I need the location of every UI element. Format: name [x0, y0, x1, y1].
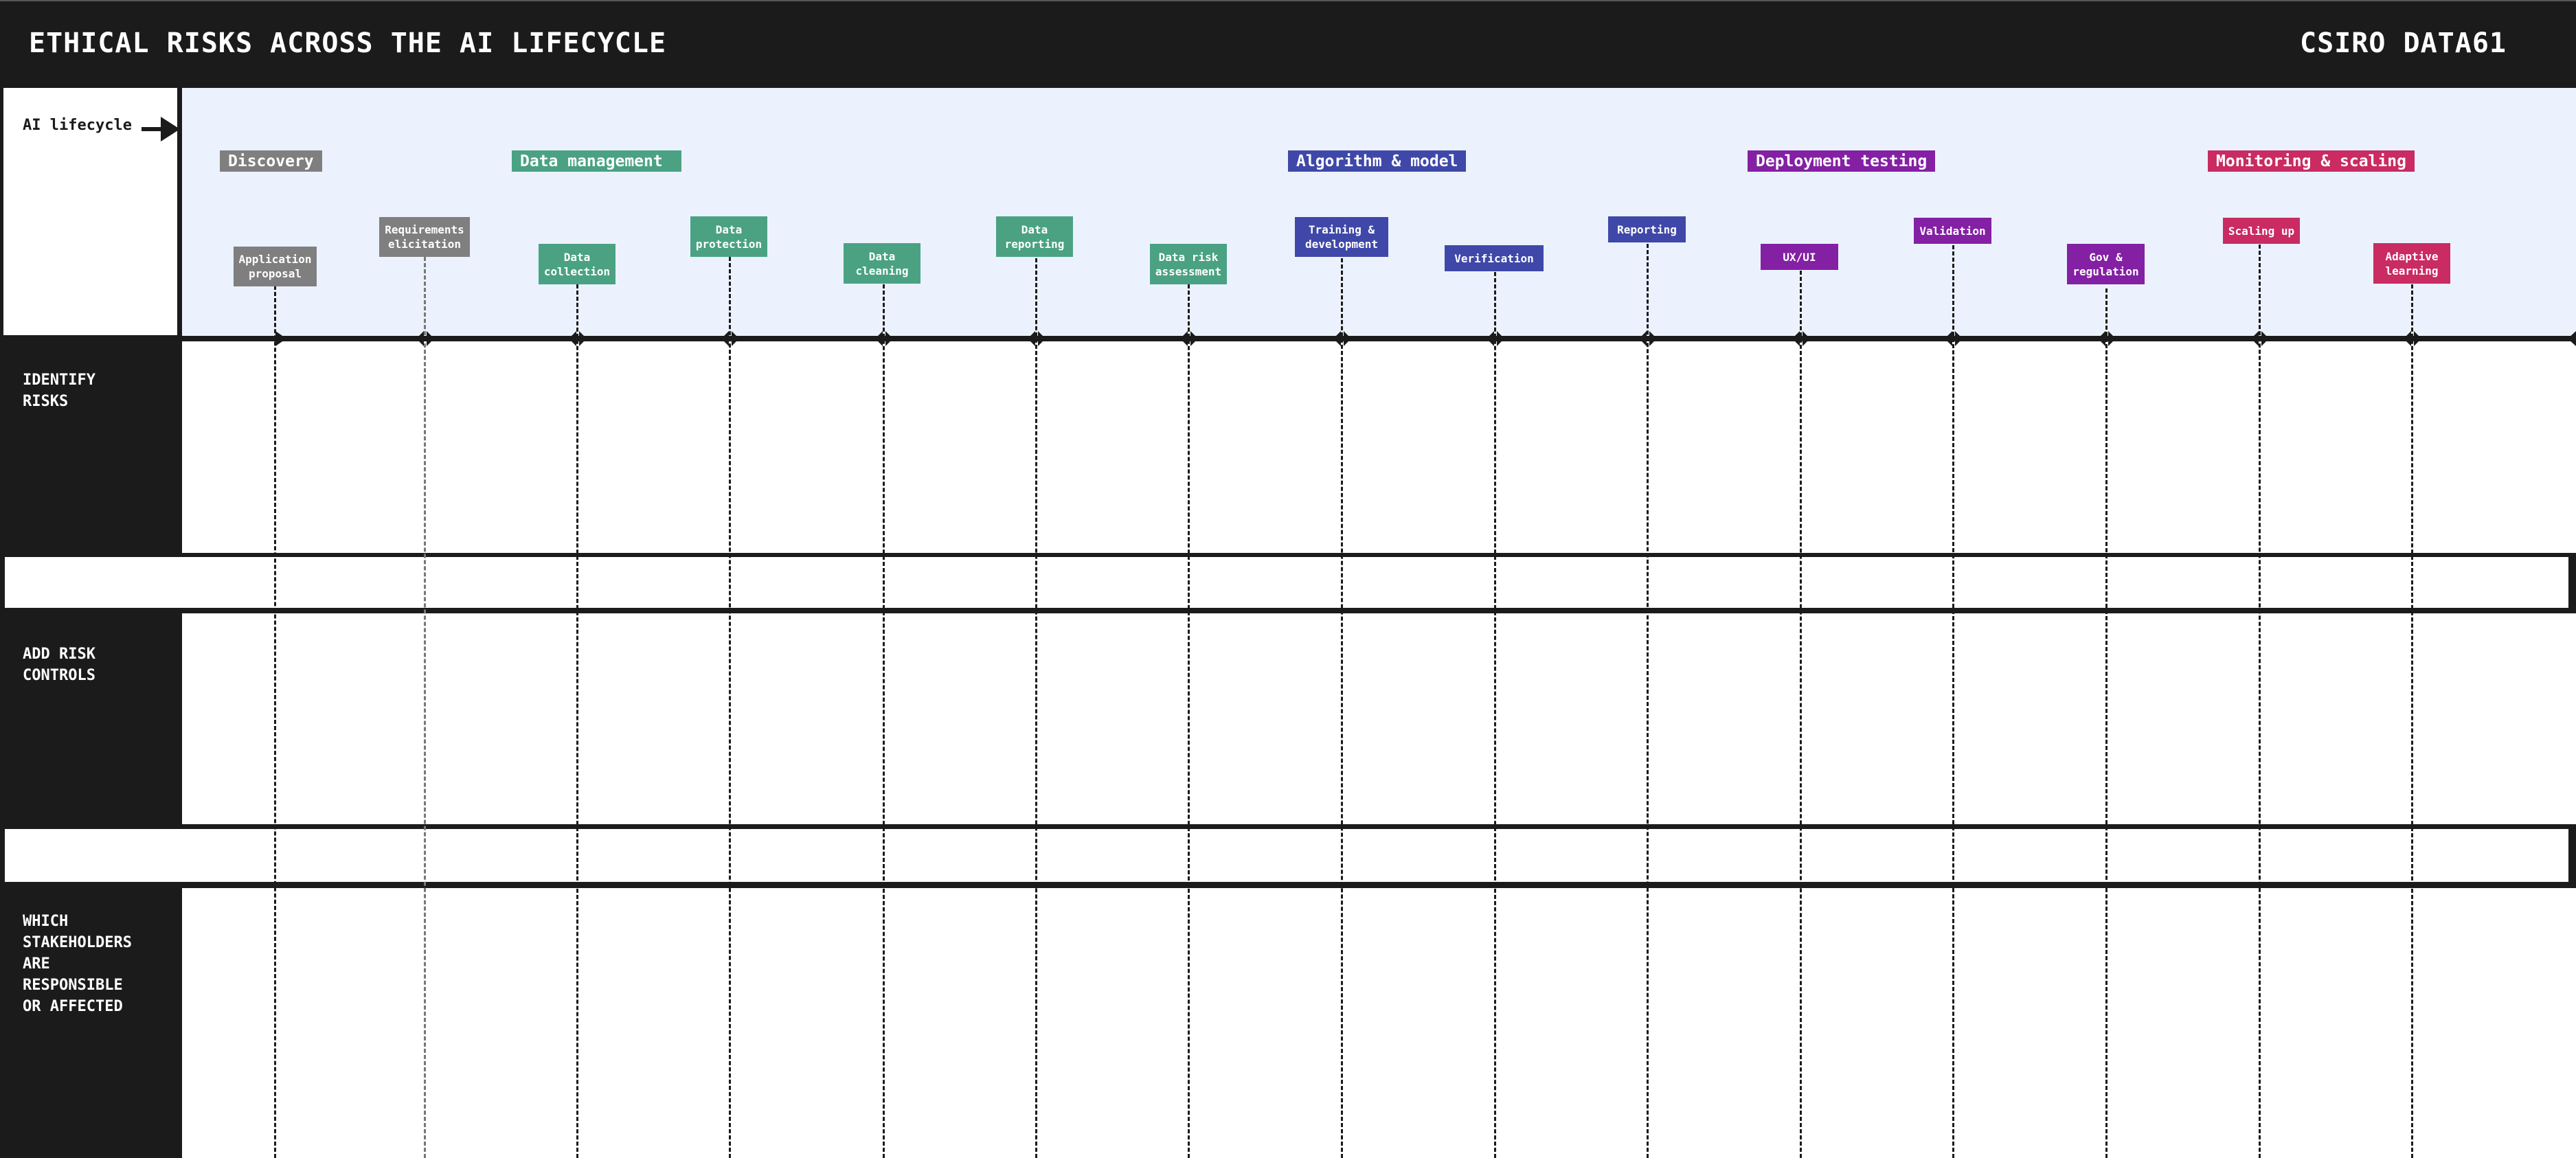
phase-data-management[interactable]: Data management — [512, 150, 681, 172]
stage-line — [1800, 271, 1802, 1158]
stage-line — [729, 257, 731, 1158]
double-arrow-icon — [569, 331, 587, 346]
stage-verification[interactable]: Verification — [1445, 245, 1544, 271]
stage-line — [2411, 284, 2413, 1158]
double-arrow-icon — [1639, 331, 1657, 346]
phase-monitoring-scaling[interactable]: Monitoring & scaling — [2208, 150, 2415, 172]
stage-data-reporting[interactable]: Data reporting — [996, 216, 1073, 257]
stage-line — [1952, 245, 1954, 1158]
double-arrow-icon — [1333, 331, 1351, 346]
stage-data-cleaning[interactable]: Data cleaning — [844, 243, 920, 284]
lifecycle-label: AI lifecycle — [23, 117, 132, 134]
stage-line — [1494, 272, 1496, 1158]
stage-data-protection[interactable]: Data protection — [690, 216, 767, 257]
stage-scaling-up[interactable]: Scaling up — [2223, 218, 2300, 244]
identify-risks-area[interactable] — [182, 341, 2576, 553]
stage-line — [1341, 258, 1343, 1158]
stage-reporting[interactable]: Reporting — [1608, 216, 1686, 242]
double-arrow-icon — [1487, 331, 1504, 346]
stage-training-development[interactable]: Training & development — [1295, 217, 1388, 257]
double-arrow-icon — [1028, 331, 1046, 346]
phase-discovery[interactable]: Discovery — [220, 150, 322, 172]
double-arrow-icon — [1792, 331, 1810, 346]
stage-gov-regulation[interactable]: Gov & regulation — [2067, 244, 2145, 284]
arrow-right-icon — [275, 331, 286, 346]
add-risk-controls-area[interactable] — [182, 613, 2576, 824]
stage-line — [274, 286, 276, 1158]
stage-data-collection[interactable]: Data collection — [539, 244, 615, 284]
double-arrow-icon — [1945, 331, 1963, 346]
brand-logo-text: CSIRO DATA61 — [2300, 27, 2507, 59]
stage-requirements-elicitation[interactable]: Requirements elicitation — [379, 217, 470, 257]
phase-deployment-testing[interactable]: Deployment testing — [1748, 150, 1936, 172]
stage-line — [2105, 288, 2108, 1158]
double-arrow-icon — [416, 331, 434, 346]
separator-band-1[interactable] — [3, 553, 2573, 612]
stage-line — [576, 284, 578, 1158]
stage-line — [1188, 284, 1190, 1158]
stakeholders-area[interactable] — [182, 888, 2576, 1158]
lifecycle-band — [182, 88, 2576, 337]
stage-adaptive-learning[interactable]: Adaptive learning — [2373, 243, 2450, 284]
stage-application-proposal[interactable]: Application proposal — [234, 247, 317, 286]
arrow-right-icon — [142, 117, 180, 141]
separator-band-2[interactable] — [3, 825, 2573, 886]
double-arrow-icon — [721, 331, 739, 346]
row-label-identify-risks: IDENTIFY RISKS — [23, 372, 95, 410]
double-arrow-icon — [2098, 331, 2116, 346]
stage-line — [883, 284, 885, 1158]
stage-line — [1647, 244, 1649, 1158]
arrow-left-end-icon — [2568, 331, 2576, 346]
row-label-stakeholders: WHICH STAKEHOLDERS ARE RESPONSIBLE OR AF… — [23, 913, 132, 1015]
row-label-add-risk-controls: ADD RISK CONTROLS — [23, 646, 95, 684]
page-title: ETHICAL RISKS ACROSS THE AI LIFECYCLE — [29, 27, 667, 59]
header-bar — [0, 0, 2576, 87]
stage-validation[interactable]: Validation — [1914, 218, 1991, 244]
stage-data-risk-assessment[interactable]: Data risk assessment — [1150, 244, 1227, 284]
stage-line — [424, 257, 426, 1158]
stage-line — [2259, 245, 2261, 1158]
phase-algorithm-model[interactable]: Algorithm & model — [1288, 150, 1467, 172]
double-arrow-icon — [875, 331, 893, 346]
double-arrow-icon — [2404, 331, 2421, 346]
timeline-axis — [182, 336, 2576, 341]
stage-line — [1035, 258, 1037, 1158]
stage-ux-ui[interactable]: UX/UI — [1761, 244, 1838, 270]
double-arrow-icon — [1180, 331, 1198, 346]
double-arrow-icon — [2251, 331, 2269, 346]
